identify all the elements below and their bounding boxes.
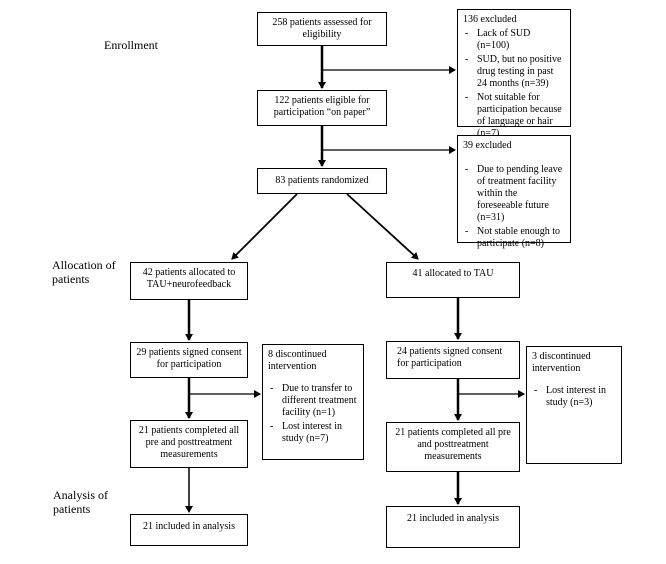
- randomized-box: 83 patients randomized: [257, 168, 387, 194]
- excluded-1-list: Lack of SUD (n=100) SUD, but no positive…: [463, 28, 565, 140]
- excluded-1-heading: 136 excluded: [463, 14, 517, 25]
- tau-analysis-box: 21 included in analysis: [386, 506, 520, 548]
- excluded-2-heading: 39 excluded: [463, 140, 512, 151]
- assessed-box: 258 patients assessed for eligibility: [257, 12, 387, 46]
- nf-allocation-box: 42 patients allocated to TAU+neurofeedba…: [130, 262, 248, 300]
- arrow-randomized-to-tau: [346, 193, 419, 260]
- tau-completed-box: 21 patients completed all pre and posttr…: [386, 422, 520, 472]
- tau-allocation-box: 41 allocated to TAU: [386, 262, 520, 298]
- nf-discontinued-heading: 8 discontinued intervention: [268, 349, 327, 372]
- nf-discontinued-box: 8 discontinued intervention Due to trans…: [262, 344, 364, 460]
- excluded-box-2: 39 excluded Due to pending leave of trea…: [457, 135, 571, 249]
- nf-consent-box: 29 patients signed consent for participa…: [130, 342, 248, 378]
- tau-discontinued-item: Lost interest in study (n=3): [532, 385, 616, 409]
- nf-discontinued-list: Due to transfer to different treatment f…: [268, 383, 358, 445]
- excluded-2-list: Due to pending leave of treatment facili…: [463, 164, 565, 250]
- tau-consent-box: 24 patients signed consent for participa…: [386, 341, 520, 379]
- tau-discontinued-box: 3 discontinued intervention Lost interes…: [526, 346, 622, 464]
- nf-discontinued-item: Lost interest in study (n=7): [268, 421, 358, 445]
- tau-discontinued-list: Lost interest in study (n=3): [532, 385, 616, 409]
- nf-analysis-box: 21 included in analysis: [130, 514, 248, 546]
- excluded-1-item: SUD, but no positive drug testing in pas…: [463, 54, 565, 90]
- excluded-1-item: Lack of SUD (n=100): [463, 28, 565, 52]
- excluded-box-1: 136 excluded Lack of SUD (n=100) SUD, bu…: [457, 9, 571, 139]
- tau-discontinued-heading: 3 discontinued intervention: [532, 351, 591, 374]
- analysis-label: Analysis of patients: [53, 488, 108, 516]
- allocation-label: Allocation of patients: [52, 258, 116, 286]
- arrow-randomized-to-nf: [231, 193, 298, 260]
- eligible-box: 122 patients eligible for participation …: [257, 90, 387, 126]
- enrollment-label: Enrollment: [104, 38, 158, 52]
- excluded-2-item: Due to pending leave of treatment facili…: [463, 164, 565, 224]
- excluded-2-item: Not stable enough to participate (n=8): [463, 226, 565, 250]
- nf-discontinued-item: Due to transfer to different treatment f…: [268, 383, 358, 419]
- nf-completed-box: 21 patients completed all pre and posttr…: [130, 420, 248, 468]
- excluded-1-item: Not suitable for participation because o…: [463, 92, 565, 140]
